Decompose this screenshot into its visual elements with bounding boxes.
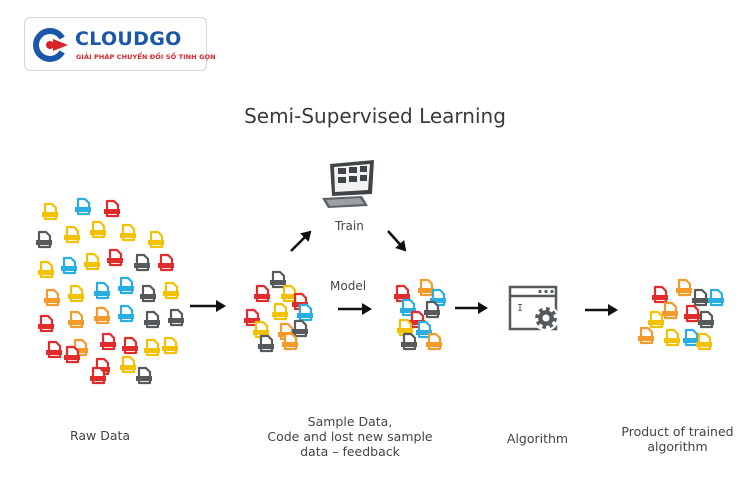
document-icon [272, 302, 288, 321]
document-icon [144, 338, 160, 357]
document-icon [104, 199, 120, 218]
product-line-2: algorithm [647, 439, 708, 454]
document-icon [297, 303, 313, 322]
document-icon [648, 310, 664, 329]
document-icon [64, 225, 80, 244]
document-icon [118, 304, 134, 323]
algorithm-gear-icon: I [508, 285, 559, 331]
document-icon [401, 332, 417, 351]
document-icon [698, 310, 714, 329]
cloudgo-logo-icon [33, 28, 71, 62]
document-icon [120, 355, 136, 374]
product-line-1: Product of trained [621, 424, 734, 439]
document-icon [394, 284, 410, 303]
document-icon [683, 328, 699, 347]
document-icon [122, 336, 138, 355]
document-icon [664, 328, 680, 347]
train-label: Train [335, 219, 364, 233]
document-icon [158, 253, 174, 272]
svg-text:I: I [517, 303, 523, 314]
document-icon [107, 248, 123, 267]
document-icon [148, 230, 164, 249]
product-caption: Product of trained algorithm [605, 424, 750, 454]
document-icon [424, 300, 440, 319]
document-icon [64, 345, 80, 364]
logo-tagline: GIẢI PHÁP CHUYỂN ĐỔI SỐ TINH GỌN [76, 53, 216, 61]
sample-data-line-2: Code and lost new sample [267, 429, 433, 444]
sample-data-line-1: Sample Data, [307, 414, 393, 429]
raw-data-label: Raw Data [69, 428, 131, 443]
document-icon [254, 284, 270, 303]
document-icon [90, 220, 106, 239]
document-icon [418, 278, 434, 297]
document-icon [46, 340, 62, 359]
document-icon [36, 230, 52, 249]
document-icon [90, 366, 106, 385]
document-icon [676, 278, 692, 297]
document-icon [144, 310, 160, 329]
document-icon [163, 281, 179, 300]
document-icon [120, 223, 136, 242]
document-icon [652, 285, 668, 304]
document-icon [258, 334, 274, 353]
document-icon [282, 332, 298, 351]
document-icon [426, 332, 442, 351]
model-label: Model [330, 279, 367, 293]
flow-arrows [190, 230, 618, 316]
algorithm-label: Algorithm [506, 431, 569, 446]
document-clusters [36, 197, 724, 385]
document-icon [61, 256, 77, 275]
document-icon [84, 252, 100, 271]
arrow-right-icon [585, 304, 618, 316]
document-icon [662, 301, 678, 320]
raw-data-caption: Raw Data [45, 428, 155, 443]
document-icon [94, 306, 110, 325]
arrow-right-icon [455, 302, 488, 314]
document-icon [708, 288, 724, 307]
computer-icon [322, 160, 374, 208]
arrow-right-icon [190, 300, 226, 312]
cloudgo-logo: CLOUDGO GIẢI PHÁP CHUYỂN ĐỔI SỐ TINH GỌN [24, 17, 216, 71]
document-icon [68, 310, 84, 329]
document-icon [168, 308, 184, 327]
document-icon [692, 288, 708, 307]
document-icon [253, 320, 269, 339]
document-icon [696, 332, 712, 351]
arrow-right-icon [338, 303, 372, 315]
document-icon [75, 197, 91, 216]
document-icon [100, 332, 116, 351]
logo-wordmark: CLOUDGO [75, 28, 182, 50]
sample-data-caption: Sample Data, Code and lost new sample da… [245, 414, 455, 459]
document-icon [134, 253, 150, 272]
document-icon [42, 202, 58, 221]
document-icon [68, 284, 84, 303]
diagram-title: Semi-Supervised Learning [244, 104, 506, 128]
document-icon [397, 318, 413, 337]
sample-data-line-3: data – feedback [300, 444, 400, 459]
document-icon [38, 314, 54, 333]
document-icon [270, 270, 286, 289]
document-icon [136, 366, 152, 385]
arrow-right-icon [387, 230, 407, 252]
document-icon [684, 304, 700, 323]
algorithm-caption: Algorithm [490, 431, 585, 446]
document-icon [292, 319, 308, 338]
document-icon [44, 288, 60, 307]
document-icon [38, 260, 54, 279]
document-icon [94, 281, 110, 300]
arrow-right-icon [290, 230, 312, 252]
document-icon [140, 284, 156, 303]
document-icon [162, 336, 178, 355]
document-icon [118, 276, 134, 295]
document-icon [638, 326, 654, 345]
document-icon [416, 320, 432, 339]
